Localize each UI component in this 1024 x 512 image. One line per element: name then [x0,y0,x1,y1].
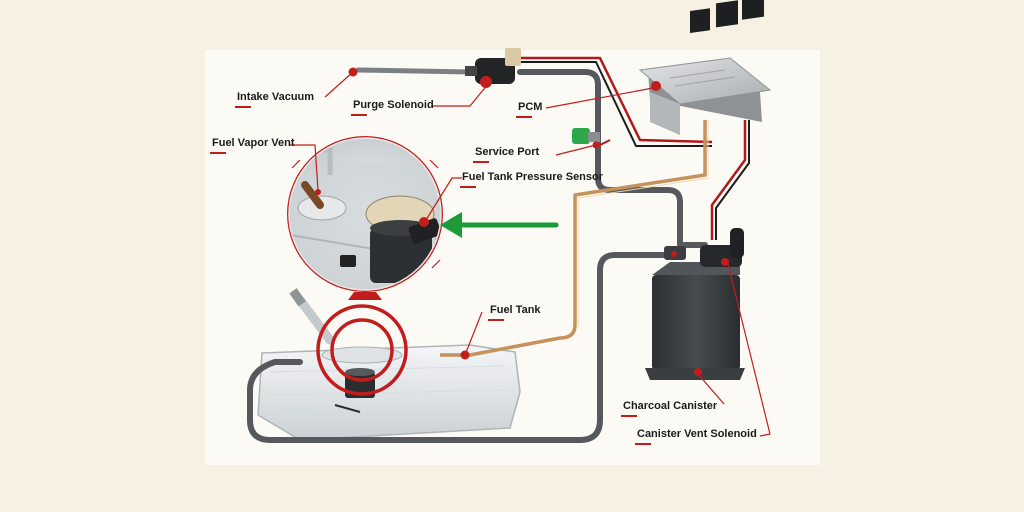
label-underline [488,319,504,321]
label-intake-vacuum: Intake Vacuum [235,91,315,108]
label-underline [516,116,532,118]
label-fuel-tank-pressure-sensor: Fuel Tank Pressure Sensor [460,171,604,188]
intake-vacuum-line [355,67,473,75]
vapor-hoses [247,69,708,443]
label-fuel-vapor-vent: Fuel Vapor Vent [210,137,295,154]
label-purge-solenoid-text: Purge Solenoid [353,99,434,111]
label-fuel-vapor-vent-text: Fuel Vapor Vent [212,137,295,149]
service-port [572,128,600,149]
label-underline [210,152,226,154]
label-underline [351,114,367,116]
label-pcm: PCM [516,101,543,118]
label-canister-vent-solenoid-text: Canister Vent Solenoid [637,428,757,440]
label-underline [473,161,489,163]
label-service-port-text: Service Port [475,146,540,158]
label-charcoal-canister: Charcoal Canister [621,400,718,417]
label-underline [235,106,251,108]
canister-vent-solenoid [700,228,744,267]
arrow-left-icon [440,212,559,238]
label-fuel-tank: Fuel Tank [488,304,541,321]
wiring [440,56,750,357]
label-underline [460,186,476,188]
pcm-module [638,0,772,135]
label-service-port: Service Port [473,146,540,163]
label-canister-vent-solenoid: Canister Vent Solenoid [635,428,757,445]
red-dot-marker [315,67,470,360]
callout-leaders [290,71,771,437]
label-fuel-tank-text: Fuel Tank [490,304,541,316]
label-purge-solenoid: Purge Solenoid [351,99,434,116]
tank-sender-highlight [316,304,408,396]
label-underline [635,443,651,445]
label-fuel-tank-pressure-sensor-text: Fuel Tank Pressure Sensor [462,171,604,183]
label-charcoal-canister-text: Charcoal Canister [623,400,718,412]
label-underline [621,415,637,417]
label-intake-vacuum-text: Intake Vacuum [237,91,315,103]
purge-solenoid [465,48,521,88]
inset-magnifier [287,136,443,300]
label-pcm-text: PCM [518,101,543,113]
